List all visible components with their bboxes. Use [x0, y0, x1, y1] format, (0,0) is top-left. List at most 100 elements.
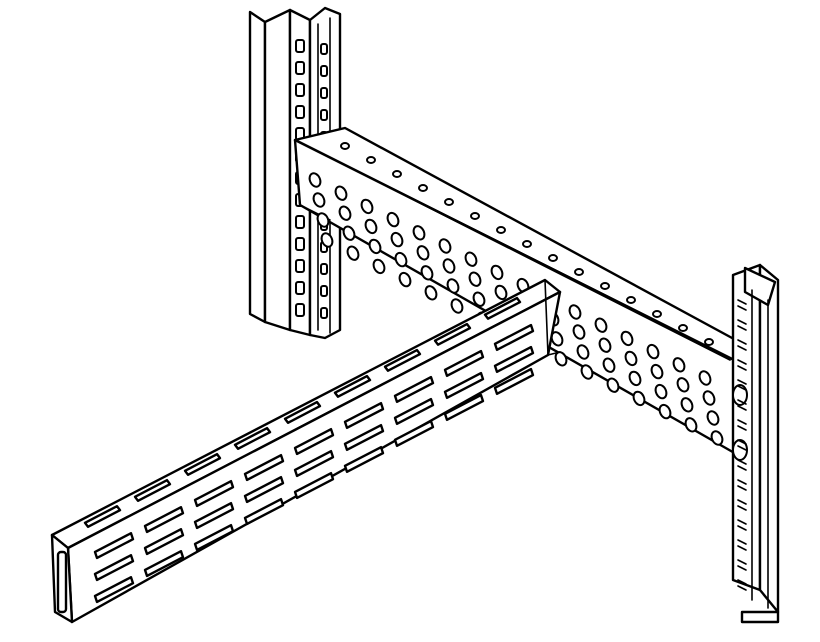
post-slot: [737, 499, 747, 511]
side-hole: [646, 343, 660, 360]
post-slot: [320, 43, 328, 55]
post-slot: [295, 39, 305, 53]
top-slot: [233, 426, 272, 450]
top-slot: [183, 452, 222, 476]
side-rail-holes: [308, 172, 724, 446]
side-hole: [346, 245, 360, 261]
post-slot: [320, 263, 328, 275]
flange-hole: [678, 324, 688, 332]
side-hole: [360, 198, 374, 215]
post-slot: [737, 339, 747, 351]
post-slot: [737, 439, 747, 451]
top-slot: [283, 400, 322, 424]
top-slot: [333, 374, 372, 398]
side-hole: [424, 285, 438, 301]
flange-hole: [340, 142, 350, 150]
rail-slot: [343, 423, 385, 452]
rail-slot: [293, 427, 335, 456]
flange-hole: [522, 240, 532, 248]
post-slot: [737, 459, 747, 471]
side-hole: [620, 330, 634, 347]
side-hole: [598, 337, 612, 353]
side-hole: [624, 350, 638, 367]
rail-slot: [193, 523, 235, 552]
post-slot: [737, 579, 747, 591]
flange-hole: [470, 212, 480, 220]
post-slot: [295, 105, 305, 119]
side-hole: [594, 317, 608, 333]
rail-slot: [493, 323, 535, 352]
top-slot: [483, 296, 522, 320]
side-hole: [342, 225, 356, 241]
side-hole: [654, 383, 668, 400]
side-hole: [386, 211, 400, 228]
flange-hole: [626, 296, 636, 304]
rail-slot: [493, 345, 535, 374]
rail-slot: [393, 419, 435, 448]
post-slot: [295, 61, 305, 75]
post-slot: [295, 237, 305, 251]
side-hole: [394, 251, 408, 268]
side-hole: [706, 410, 720, 426]
flange-hole: [574, 268, 584, 276]
side-hole: [416, 245, 430, 261]
post-slot: [737, 359, 747, 371]
side-hole: [672, 357, 686, 373]
post-slot: [737, 399, 747, 411]
side-hole: [464, 251, 478, 267]
side-hole: [702, 390, 716, 406]
rail-slot: [443, 393, 485, 422]
rail-slot: [343, 445, 385, 474]
front-right-post: [731, 263, 780, 624]
post-slot: [737, 559, 747, 571]
side-hole: [468, 271, 482, 287]
side-hole: [398, 271, 412, 288]
side-hole: [420, 265, 434, 281]
side-hole: [412, 225, 426, 241]
flange-hole: [496, 226, 506, 234]
side-hole: [316, 212, 330, 228]
side-hole: [602, 357, 616, 373]
side-rail-flange-holes: [340, 142, 714, 346]
post-slot: [295, 281, 305, 295]
post-slot: [295, 259, 305, 273]
side-hole: [568, 304, 582, 320]
side-hole: [372, 258, 386, 275]
post-slot: [737, 379, 747, 391]
post-slot: [737, 479, 747, 491]
side-hole: [572, 324, 586, 340]
rail-slot: [293, 449, 335, 478]
rail-slots: [93, 323, 535, 604]
post-slot: [295, 215, 305, 229]
rail-slot: [143, 550, 185, 578]
rail-slot: [193, 479, 235, 508]
rail-slot: [443, 349, 485, 378]
rail-slot: [143, 528, 185, 556]
side-hole: [494, 284, 508, 301]
side-hole: [490, 264, 504, 281]
rail-slot: [243, 497, 285, 526]
top-slot: [83, 504, 122, 529]
side-hole: [698, 370, 712, 386]
post-slot: [295, 303, 305, 317]
side-hole: [364, 218, 378, 235]
post-slot: [320, 87, 328, 99]
side-hole: [308, 172, 322, 188]
post-slot: [737, 419, 747, 431]
post-slot: [737, 319, 747, 331]
side-hole: [606, 377, 620, 393]
rail-slot: [143, 506, 185, 534]
rail-slot: [343, 401, 385, 430]
rail-slot: [393, 397, 435, 426]
side-hole: [628, 370, 642, 387]
rail-slot: [443, 371, 485, 400]
side-hole: [312, 192, 326, 208]
post-slot: [320, 109, 328, 121]
post-slot: [737, 519, 747, 531]
side-hole: [338, 205, 352, 221]
post-slot: [320, 285, 328, 297]
flange-hole: [366, 156, 376, 164]
rail-slot: [93, 554, 135, 582]
